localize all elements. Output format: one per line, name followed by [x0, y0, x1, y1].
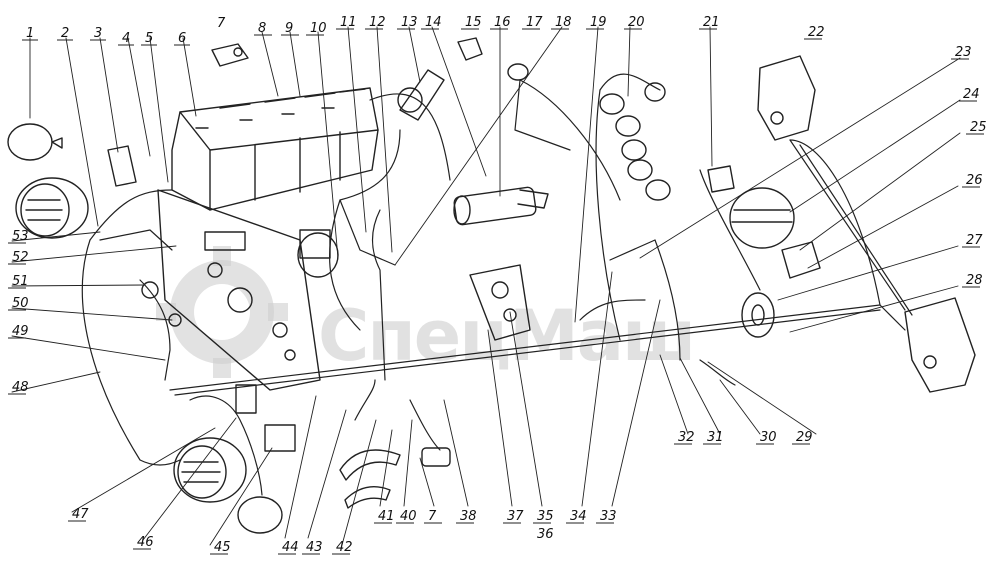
callout-label: 48	[12, 380, 29, 395]
callout-label: 7	[428, 509, 437, 524]
connector-45	[264, 424, 296, 452]
callout-label: 35	[537, 509, 554, 524]
callout-label: 29	[796, 430, 813, 445]
lamp-21	[707, 165, 735, 193]
callout-label: 25	[970, 120, 987, 135]
callout-label: 36	[537, 527, 554, 542]
ignition-coil	[397, 69, 445, 121]
callout-label: 2	[61, 26, 69, 41]
callout-label: 31	[707, 430, 724, 445]
callout-label: 12	[369, 15, 386, 30]
tail-lamp-27	[904, 297, 976, 393]
callout-label: 34	[570, 509, 587, 524]
lamp-1	[7, 123, 63, 161]
callout-label: 14	[425, 15, 442, 30]
callout-label: 51	[12, 274, 29, 289]
callout-label: 22	[808, 25, 825, 40]
tail-lamp-22	[757, 55, 816, 141]
callout-label: 3	[94, 26, 102, 41]
callout-labels: 1 2 3 4 5 6 7 8 9 10 11 12 13 14 15 16 1…	[12, 15, 987, 555]
callout-label: 44	[282, 540, 299, 555]
callout-label: 15	[465, 15, 482, 30]
callout-label: 21	[703, 15, 720, 30]
callout-label: 45	[214, 540, 231, 555]
callout-label: 40	[400, 509, 417, 524]
callout-label: 27	[966, 233, 983, 248]
callout-label: 6	[178, 31, 186, 46]
callout-label: 33	[600, 509, 617, 524]
callout-label: 16	[494, 15, 511, 30]
fuse-block-46	[235, 384, 257, 414]
callout-label: 24	[963, 87, 980, 102]
relay-stack	[599, 82, 671, 201]
callout-label: 26	[966, 173, 983, 188]
callout-label: 46	[137, 535, 154, 550]
callout-label: 18	[555, 15, 572, 30]
callout-underlines	[8, 28, 984, 555]
wiring-harness	[81, 73, 913, 496]
callout-label: 17	[526, 15, 543, 30]
callout-label: 53	[12, 229, 29, 244]
callout-label: 5	[145, 31, 153, 46]
callout-label: 30	[760, 430, 777, 445]
watermark-text: СпецМаш	[318, 295, 694, 377]
sensor-17	[507, 63, 529, 81]
relay-52	[297, 229, 339, 278]
callout-label: 38	[460, 509, 477, 524]
lamp-46	[237, 496, 283, 534]
lamp-7b	[421, 447, 451, 467]
callout-label: 47	[72, 507, 89, 522]
callout-label: 50	[12, 296, 29, 311]
fuse-block-3	[107, 145, 137, 187]
callout-label: 19	[590, 15, 607, 30]
callout-label: 43	[306, 540, 323, 555]
headlight-left-bottom	[173, 437, 247, 503]
starter-motor	[453, 186, 549, 226]
callout-label: 41	[378, 509, 395, 524]
leader-lines	[11, 26, 961, 546]
callout-label: 23	[955, 45, 972, 60]
horn-28	[741, 292, 775, 338]
callout-label: 42	[336, 540, 353, 555]
switch-7	[211, 43, 249, 67]
callout-label: 52	[12, 250, 29, 265]
callout-label: 11	[340, 15, 357, 30]
callout-label: 49	[12, 324, 29, 339]
callout-label: 37	[507, 509, 524, 524]
lamp-26	[781, 241, 821, 279]
headlight-left-top	[15, 177, 89, 239]
callout-label: 4	[122, 31, 130, 46]
gauge-cluster	[469, 264, 531, 341]
battery-pack	[171, 87, 379, 211]
sensor-15	[457, 37, 483, 61]
callout-label: 13	[401, 15, 418, 30]
horn-41	[339, 449, 401, 509]
callout-label: 8	[258, 21, 266, 36]
callout-label: 10	[310, 21, 327, 36]
callout-label: 20	[628, 15, 645, 30]
callout-label: 28	[966, 273, 983, 288]
callout-label: 7	[217, 16, 226, 31]
callout-label: 32	[678, 430, 695, 445]
callout-label: 9	[285, 21, 293, 36]
lamp-24	[729, 187, 795, 249]
callout-label: 1	[26, 26, 34, 41]
